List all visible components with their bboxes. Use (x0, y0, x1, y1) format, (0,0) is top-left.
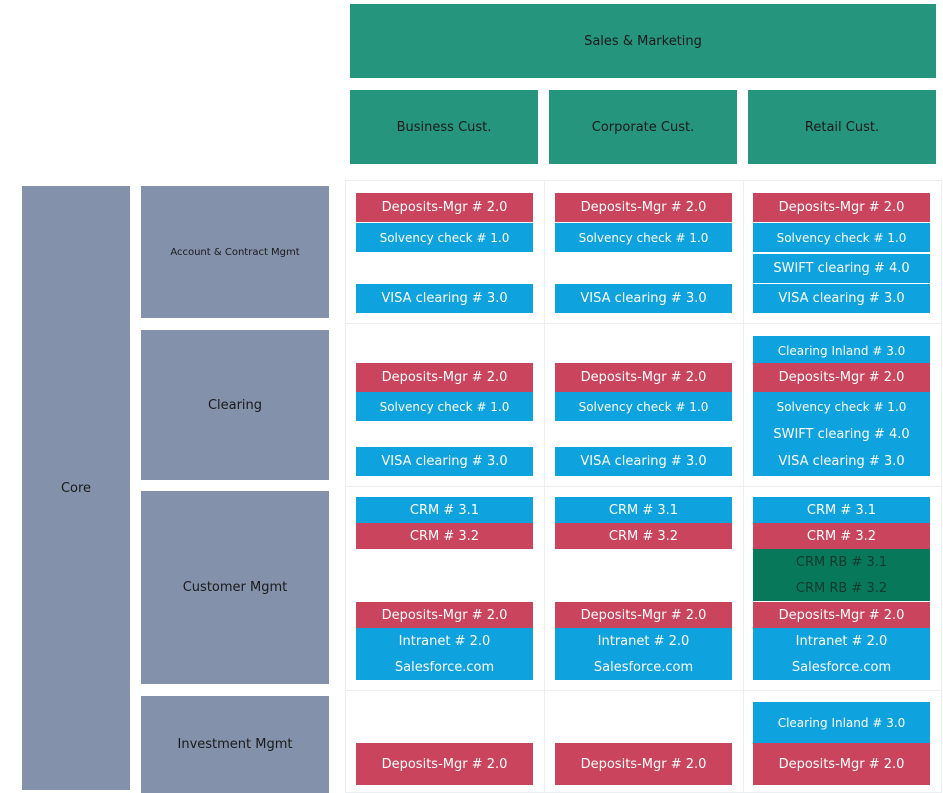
row-label: Customer Mgmt (182, 580, 288, 595)
row-label: Clearing (207, 397, 263, 413)
app-deposits-mgr[interactable]: Deposits-Mgr # 2.0 (555, 602, 732, 628)
app-deposits-mgr[interactable]: Deposits-Mgr # 2.0 (555, 743, 732, 785)
app-crm-rb-3-2[interactable]: CRM RB # 3.2 (753, 575, 930, 601)
app-visa-clearing[interactable]: VISA clearing # 3.0 (555, 447, 732, 476)
app-deposits-mgr[interactable]: Deposits-Mgr # 2.0 (356, 363, 533, 392)
column-label: Business Cust. (396, 119, 492, 135)
app-salesforce[interactable]: Salesforce.com (356, 654, 533, 680)
app-crm-3-2[interactable]: CRM # 3.2 (555, 523, 732, 549)
app-salesforce[interactable]: Salesforce.com (753, 654, 930, 680)
sales-marketing-header: Sales & Marketing (350, 4, 936, 78)
app-visa-clearing[interactable]: VISA clearing # 3.0 (753, 447, 930, 476)
app-solvency-check[interactable]: Solvency check # 1.0 (555, 392, 732, 421)
app-crm-rb-3-1[interactable]: CRM RB # 3.1 (753, 549, 930, 575)
row-label: Investment Mgmt (177, 737, 293, 752)
app-deposits-mgr[interactable]: Deposits-Mgr # 2.0 (753, 602, 930, 628)
app-deposits-mgr[interactable]: Deposits-Mgr # 2.0 (356, 602, 533, 628)
app-clearing-inland[interactable]: Clearing Inland # 3.0 (753, 336, 930, 365)
core-domain: Core (22, 186, 130, 790)
app-solvency-check[interactable]: Solvency check # 1.0 (753, 392, 930, 421)
row-label: Account & Contract Mgmt (170, 246, 300, 258)
sales-marketing-label: Sales & Marketing (584, 33, 702, 49)
row-label-investment-mgmt: Investment Mgmt (141, 696, 329, 793)
app-intranet[interactable]: Intranet # 2.0 (555, 628, 732, 654)
app-crm-3-2[interactable]: CRM # 3.2 (356, 523, 533, 549)
app-swift-clearing[interactable]: SWIFT clearing # 4.0 (753, 420, 930, 449)
app-clearing-inland[interactable]: Clearing Inland # 3.0 (753, 702, 930, 743)
column-header-retail: Retail Cust. (748, 90, 936, 164)
app-crm-3-1[interactable]: CRM # 3.1 (356, 497, 533, 523)
app-salesforce[interactable]: Salesforce.com (555, 654, 732, 680)
column-label: Retail Cust. (804, 119, 880, 135)
app-deposits-mgr[interactable]: Deposits-Mgr # 2.0 (356, 193, 533, 222)
app-deposits-mgr[interactable]: Deposits-Mgr # 2.0 (356, 743, 533, 785)
column-header-corporate: Corporate Cust. (549, 90, 737, 164)
app-deposits-mgr[interactable]: Deposits-Mgr # 2.0 (753, 743, 930, 785)
row-label-account-contract: Account & Contract Mgmt (141, 186, 329, 318)
app-crm-3-1[interactable]: CRM # 3.1 (753, 497, 930, 523)
column-header-business: Business Cust. (350, 90, 538, 164)
app-crm-3-2[interactable]: CRM # 3.2 (753, 523, 930, 549)
app-solvency-check[interactable]: Solvency check # 1.0 (555, 223, 732, 252)
app-solvency-check[interactable]: Solvency check # 1.0 (356, 392, 533, 421)
app-solvency-check[interactable]: Solvency check # 1.0 (753, 223, 930, 252)
core-label: Core (60, 480, 92, 496)
app-deposits-mgr[interactable]: Deposits-Mgr # 2.0 (753, 363, 930, 392)
app-visa-clearing[interactable]: VISA clearing # 3.0 (356, 284, 533, 313)
app-intranet[interactable]: Intranet # 2.0 (356, 628, 533, 654)
column-label: Corporate Cust. (591, 119, 695, 135)
row-label-customer-mgmt: Customer Mgmt (141, 491, 329, 684)
row-label-clearing: Clearing (141, 330, 329, 480)
app-crm-3-1[interactable]: CRM # 3.1 (555, 497, 732, 523)
app-visa-clearing[interactable]: VISA clearing # 3.0 (555, 284, 732, 313)
app-solvency-check[interactable]: Solvency check # 1.0 (356, 223, 533, 252)
app-deposits-mgr[interactable]: Deposits-Mgr # 2.0 (753, 193, 930, 222)
app-deposits-mgr[interactable]: Deposits-Mgr # 2.0 (555, 363, 732, 392)
app-deposits-mgr[interactable]: Deposits-Mgr # 2.0 (555, 193, 732, 222)
app-visa-clearing[interactable]: VISA clearing # 3.0 (356, 447, 533, 476)
app-visa-clearing[interactable]: VISA clearing # 3.0 (753, 284, 930, 313)
app-intranet[interactable]: Intranet # 2.0 (753, 628, 930, 654)
app-swift-clearing[interactable]: SWIFT clearing # 4.0 (753, 254, 930, 283)
